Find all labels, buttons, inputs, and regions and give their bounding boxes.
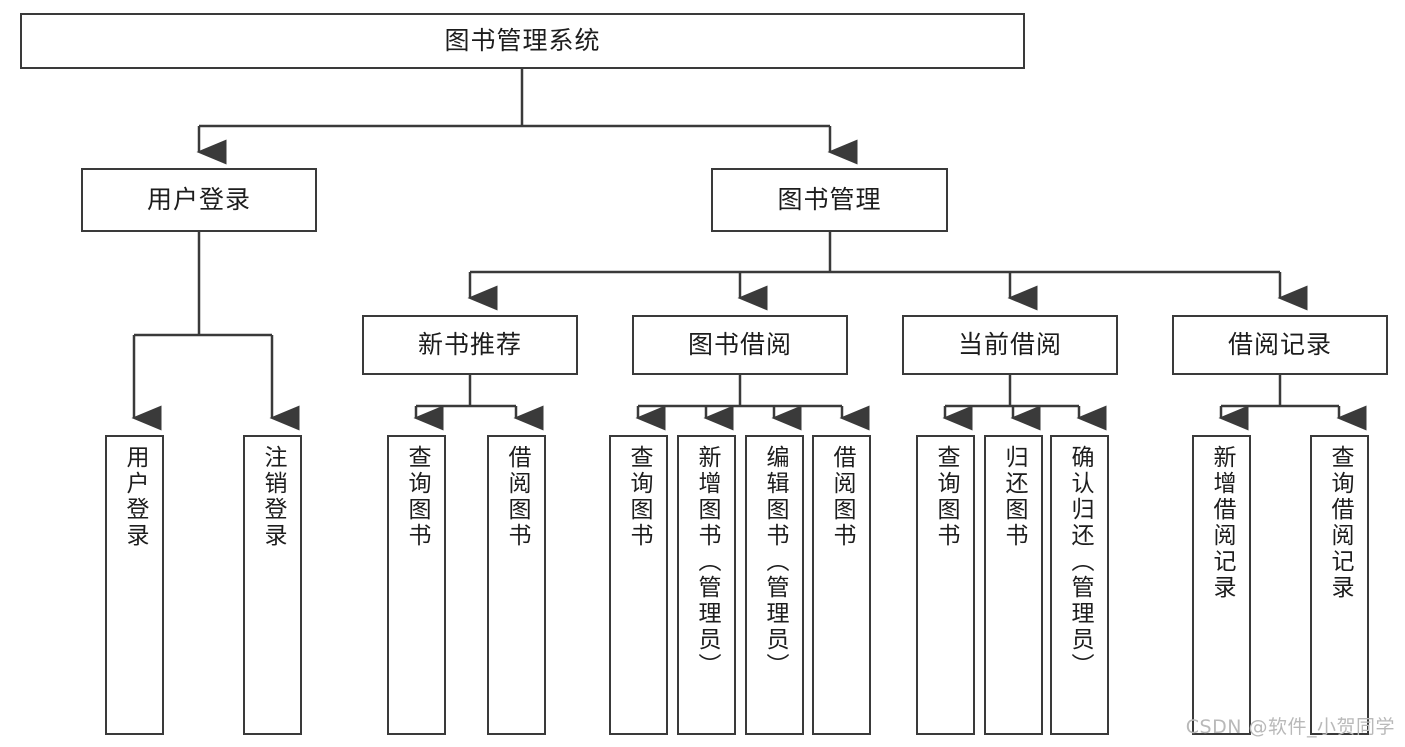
node-label: 归还图书 [1001,445,1027,549]
node-leaf-borrow-book[interactable]: 借阅图书 [812,435,871,735]
node-label: 当前借阅 [957,330,1062,360]
node-leaf-query-book-current[interactable]: 查询图书 [916,435,975,735]
node-label: 查询图书 [404,445,430,549]
node-leaf-query-book-recommend[interactable]: 查询图书 [387,435,446,735]
node-book-management-module[interactable]: 图书管理 [711,168,948,232]
node-label: 新书推荐 [417,330,522,360]
node-borrow-record[interactable]: 借阅记录 [1172,315,1388,375]
node-leaf-return-book[interactable]: 归还图书 [984,435,1043,735]
node-root-system[interactable]: 图书管理系统 [20,13,1025,69]
node-leaf-user-login[interactable]: 用户登录 [105,435,164,735]
node-label: 用户登录 [146,185,251,215]
node-label: 查询借阅记录 [1327,445,1353,601]
watermark-text: CSDN @软件_小贺同学 [1185,716,1395,738]
node-label: 借阅图书 [504,445,530,549]
node-label: 新增借阅记录 [1209,445,1235,601]
node-label: 图书借阅 [687,330,792,360]
node-book-borrow[interactable]: 图书借阅 [632,315,848,375]
node-label: 确认归还（管理员） [1067,445,1093,679]
node-label: 用户登录 [122,445,148,549]
node-leaf-edit-book-admin[interactable]: 编辑图书（管理员） [745,435,804,735]
node-label: 借阅记录 [1227,330,1332,360]
node-new-book-recommend[interactable]: 新书推荐 [362,315,578,375]
node-label: 图书管理系统 [444,26,601,56]
node-leaf-query-borrow-record[interactable]: 查询借阅记录 [1310,435,1369,735]
node-label: 查询图书 [626,445,652,549]
node-label: 借阅图书 [829,445,855,549]
node-leaf-borrow-book-recommend[interactable]: 借阅图书 [487,435,546,735]
node-user-login-module[interactable]: 用户登录 [81,168,317,232]
node-label: 新增图书（管理员） [694,445,720,679]
node-leaf-add-borrow-record[interactable]: 新增借阅记录 [1192,435,1251,735]
node-label: 图书管理 [777,185,882,215]
node-leaf-confirm-return-admin[interactable]: 确认归还（管理员） [1050,435,1109,735]
node-leaf-add-book-admin[interactable]: 新增图书（管理员） [677,435,736,735]
node-current-borrow[interactable]: 当前借阅 [902,315,1118,375]
node-label: 编辑图书（管理员） [762,445,788,679]
node-leaf-query-book-borrow[interactable]: 查询图书 [609,435,668,735]
node-leaf-logout[interactable]: 注销登录 [243,435,302,735]
node-label: 查询图书 [933,445,959,549]
node-label: 注销登录 [260,445,286,549]
